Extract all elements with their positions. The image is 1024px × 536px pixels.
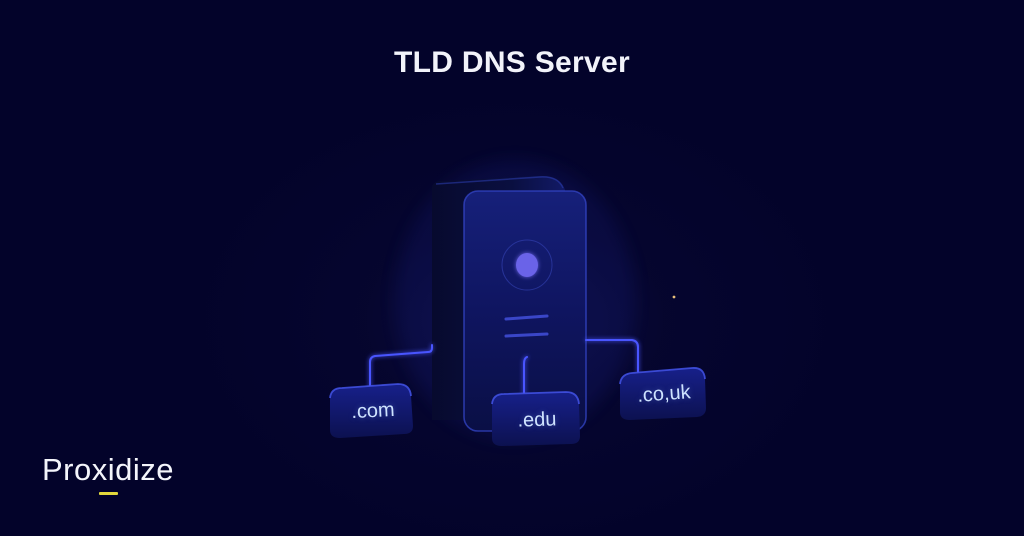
server-slot-lines bbox=[504, 314, 549, 338]
tld-label-com: .com bbox=[350, 398, 396, 424]
tld-node-edu bbox=[491, 391, 580, 446]
sparkle-dot bbox=[672, 295, 676, 299]
tld-node-couk bbox=[619, 367, 706, 420]
brand-logo: Proxidize bbox=[42, 452, 174, 487]
page-title: TLD DNS Server bbox=[394, 46, 630, 79]
server-indicator bbox=[501, 239, 553, 291]
logo-accent-underline bbox=[99, 492, 118, 495]
tld-node-com bbox=[329, 383, 413, 438]
tld-label-edu: .edu bbox=[517, 408, 557, 432]
connector-lines bbox=[369, 339, 639, 396]
